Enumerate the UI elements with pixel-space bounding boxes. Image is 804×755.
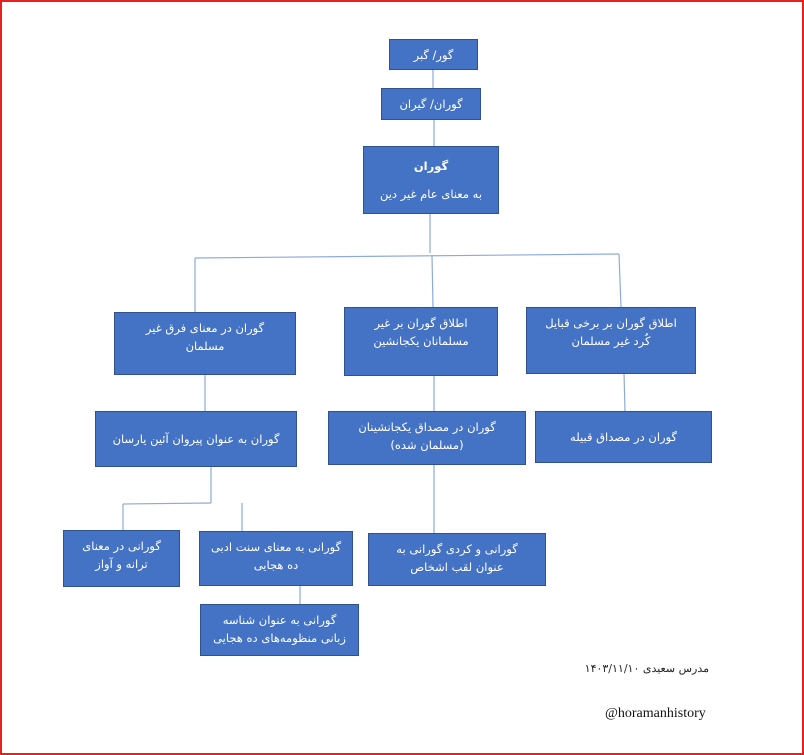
node-label: گورانی به معنای سنت ادبی ده هجایی	[210, 540, 342, 572]
node-label: گورانی در معنای ترانه و آواز	[82, 539, 161, 571]
node-sedentary-converted: گوران در مصداق یکجانشینان (مسلمان شده)	[328, 411, 526, 465]
node-label: اطلاق گوران بر غیر مسلمانان یکجانشین	[373, 316, 469, 348]
node-non-muslim-sects: گوران در معنای فرق غیر مسلمان	[114, 312, 296, 375]
node-yarsan-followers: گوران به عنوان پیروان آئین یارسان	[95, 411, 297, 467]
node-title: گوران	[413, 159, 449, 173]
node-tribe: گوران در مصداق قبیله	[535, 411, 712, 463]
node-guran-general: گوران به معنای عام غیر دین	[363, 146, 499, 214]
node-label: گور/ گبر	[413, 47, 454, 62]
connector	[122, 502, 212, 505]
node-label: گوران به عنوان پیروان آئین یارسان	[112, 432, 280, 446]
author-date: مدرس سعیدی ۱۴۰۳/۱۱/۱۰	[584, 662, 709, 675]
node-kurdish-tribes: اطلاق گوران بر برخی قبایل کُرد غیر مسلما…	[526, 307, 696, 374]
node-label: گوران در مصداق یکجانشینان (مسلمان شده)	[358, 420, 496, 452]
node-gor-gabr: گور/ گبر	[389, 39, 478, 70]
node-song: گورانی در معنای ترانه و آواز	[63, 530, 180, 587]
node-label: گوران/ گیران	[399, 97, 463, 111]
node-label: گورانی و کردی گورانی به عنوان لقب اشخاص	[396, 542, 518, 574]
social-handle: @horamanhistory	[605, 706, 706, 721]
connector	[623, 372, 626, 412]
node-label: گورانی به عنوان شناسه زبانی منظومه‌های د…	[213, 613, 346, 645]
node-personal-title: گورانی و کردی گورانی به عنوان لقب اشخاص	[368, 533, 546, 586]
node-label: اطلاق گوران بر برخی قبایل کُرد غیر مسلما…	[545, 316, 677, 348]
connector	[618, 253, 622, 308]
node-sedentary-non-muslims: اطلاق گوران بر غیر مسلمانان یکجانشین	[344, 307, 498, 376]
node-guran-giran: گوران/ گیران	[381, 88, 481, 120]
node-label: گوران در معنای فرق غیر مسلمان	[145, 321, 265, 353]
connector	[194, 253, 620, 259]
node-label: گوران در مصداق قبیله	[570, 430, 677, 444]
node-label: به معنای عام غیر دین	[379, 187, 483, 201]
node-linguistic-identifier: گورانی به عنوان شناسه زبانی منظومه‌های د…	[200, 604, 359, 656]
node-literary-tradition: گورانی به معنای سنت ادبی ده هجایی	[199, 531, 353, 586]
connector	[431, 254, 434, 308]
